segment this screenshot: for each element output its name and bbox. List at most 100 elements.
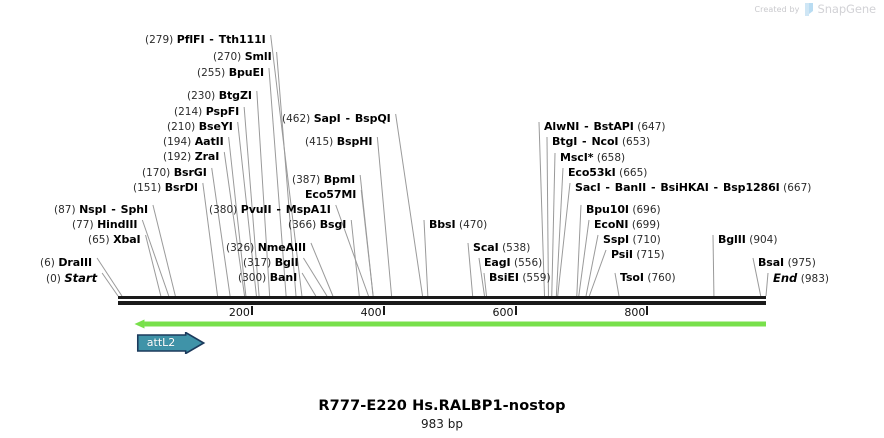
enzyme-site-label[interactable]: (151) BsrDI [133,182,198,195]
site-position: (975) [787,257,816,269]
site-enzyme-name: Bpu10I [586,203,629,216]
site-position: (658) [596,152,626,164]
enzyme-site-label[interactable]: (214) PspFI [174,106,239,119]
site-position: (170) [142,167,171,179]
snapgene-watermark: Created by SnapGene [754,2,876,16]
ruler-tick-mark [514,306,517,315]
site-position: (300) [238,272,267,284]
ruler-tick-label: 600 [492,306,514,319]
enzyme-site-label[interactable]: (326) NmeAIII [226,242,306,255]
site-position: (387) [292,174,321,186]
site-enzyme-name: ScaI [473,241,499,254]
site-name-separator: - [647,181,660,194]
site-enzyme-name: BsaI [758,256,785,269]
enzyme-site-label[interactable]: MscI* (658) [560,152,625,165]
enzyme-site-label[interactable]: (65) XbaI [88,234,141,247]
enzyme-site-label[interactable]: (255) BpuEI [197,67,264,80]
terminus-label-end[interactable]: End (983) [773,272,829,285]
created-by-text: Created by [754,4,800,14]
ruler-tick-label: 200 [228,306,250,319]
enzyme-site-label[interactable]: BsaI (975) [758,257,816,270]
site-name-separator: - [272,203,285,216]
site-position: (665) [619,167,648,179]
site-enzyme-name: BspHI [336,135,373,148]
ruler-tick-mark [382,306,385,315]
enzyme-site-label[interactable]: (194) AatII [163,136,224,149]
enzyme-site-label[interactable]: EcoNI (699) [594,219,660,232]
enzyme-site-label[interactable]: SspI (710) [603,234,661,247]
site-position: (87) [54,204,76,216]
site-position: (760) [647,272,676,284]
ruler-tick-mark [646,306,649,315]
enzyme-site-label[interactable]: (279) PflFI - Tth111I [145,34,266,47]
feature-arrow-shape [136,331,206,355]
site-position: (214) [174,106,203,118]
enzyme-site-label[interactable]: ScaI (538) [473,242,530,255]
enzyme-site-label[interactable]: SacI - BanII - BsiHKAI - Bsp1286I (667) [575,182,811,195]
site-enzyme-name: SphI [120,203,148,216]
site-enzyme-name: BpuEI [228,66,264,79]
enzyme-site-label[interactable]: (387) BpmI [292,174,355,187]
site-enzyme-name: Tth111I [218,33,266,46]
ruler-tick-label: 400 [360,306,382,319]
orf-arrow-head [134,319,145,329]
enzyme-site-label[interactable]: (170) BsrGI [142,167,207,180]
orf-arrow[interactable] [0,318,884,332]
enzyme-site-label[interactable]: (380) PvuII - MspA1I [209,204,331,217]
site-enzyme-name: BstAPI [593,120,634,133]
site-enzyme-name: SspI [603,233,630,246]
site-position: (538) [502,242,531,254]
enzyme-site-label[interactable]: (77) HindIII [72,219,137,232]
site-enzyme-name: BpmI [323,173,356,186]
site-enzyme-name: SapI [313,112,341,125]
enzyme-site-label[interactable]: TsoI (760) [620,272,676,285]
enzyme-site-label[interactable]: (210) BseYI [167,121,233,134]
feature-arrow-attl2[interactable]: attL2 [0,331,884,355]
map-caption-sub: 983 bp [0,417,884,431]
orf-arrow-shaft [144,321,766,327]
site-position: (366) [288,219,317,231]
site-position: (415) [305,136,334,148]
site-position: (210) [167,121,196,133]
site-name-separator: - [580,120,593,133]
site-enzyme-name: BsiEI [489,271,519,284]
enzyme-site-label[interactable]: BsiEI (559) [489,272,551,285]
site-position: (192) [163,151,192,163]
site-position: (270) [213,51,242,63]
site-enzyme-name: BspQI [354,112,391,125]
site-enzyme-name: NspI [79,203,107,216]
enzyme-site-label[interactable]: AlwNI - BstAPI (647) [544,121,665,134]
enzyme-site-label[interactable]: Bpu10I (696) [586,204,661,217]
site-enzyme-name: SmlI [244,50,272,63]
site-position: (653) [621,136,651,148]
enzyme-site-label[interactable]: (462) SapI - BspQI [282,113,391,126]
enzyme-site-label[interactable]: (300) BanI [238,272,297,285]
enzyme-site-label[interactable]: (366) BsgI [288,219,346,232]
enzyme-site-label[interactable]: BglII (904) [718,234,777,247]
enzyme-site-label[interactable]: (6) DraIII [40,257,92,270]
enzyme-site-label[interactable]: EagI (556) [484,257,542,270]
site-enzyme-name: HindIII [97,218,138,231]
site-enzyme-name: XbaI [113,233,141,246]
enzyme-site-label[interactable]: Eco57MI [305,189,356,202]
enzyme-site-label[interactable]: (270) SmlI [213,51,272,64]
terminus-label-start[interactable]: (0) Start [46,272,97,285]
enzyme-site-label[interactable]: Eco53kI (665) [568,167,647,180]
enzyme-site-label[interactable]: (192) ZraI [163,151,219,164]
enzyme-site-label[interactable]: (87) NspI - SphI [54,204,148,217]
site-position: (151) [133,182,162,194]
site-enzyme-name: PvuII [240,203,272,216]
enzyme-site-label[interactable]: (317) BglI [243,257,299,270]
enzyme-site-label[interactable]: PsiI (715) [611,249,665,262]
enzyme-site-label[interactable]: (415) BspHI [305,136,372,149]
enzyme-site-label[interactable]: BbsI (470) [429,219,487,232]
site-enzyme-name: NcoI [591,135,619,148]
feature-label: attL2 [146,336,176,349]
map-caption: R777-E220 Hs.RALBP1-nostop [0,398,884,414]
enzyme-site-label[interactable]: (230) BtgZI [187,90,252,103]
terminus-position: (0) [46,273,61,285]
site-position: (715) [636,249,665,261]
enzyme-site-label[interactable]: BtgI - NcoI (653) [552,136,650,149]
site-enzyme-name: MspA1I [285,203,331,216]
site-enzyme-name: EagI [484,256,511,269]
